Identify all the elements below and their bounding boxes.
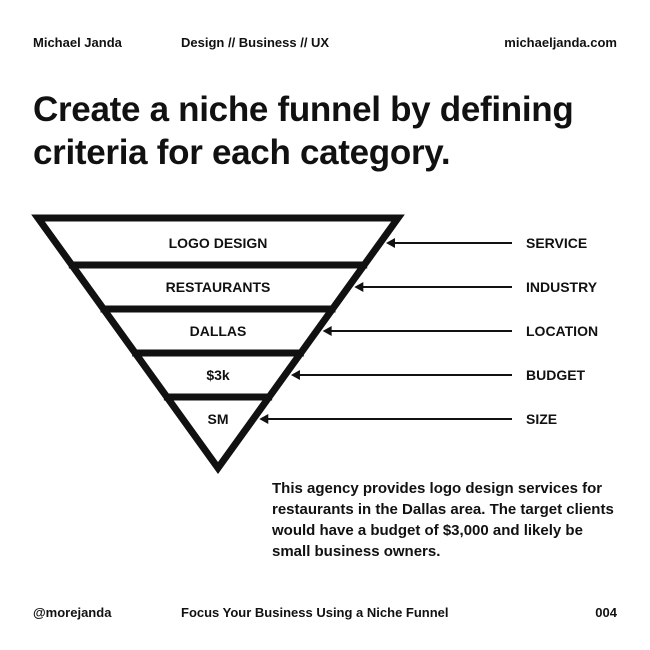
funnel-category-label: LOCATION xyxy=(526,323,598,339)
funnel-level-value: $3k xyxy=(206,367,230,383)
funnel-level-value: DALLAS xyxy=(190,323,247,339)
funnel-bands xyxy=(68,261,368,401)
arrow-head-icon xyxy=(259,414,269,424)
funnel-arrows: SERVICE INDUSTRY LOCATION BUDGET SIZE xyxy=(259,235,598,427)
arrow-head-icon xyxy=(322,326,332,336)
social-handle: @morejanda xyxy=(33,605,112,620)
headline: Create a niche funnel by defining criter… xyxy=(33,90,574,172)
website: michaeljanda.com xyxy=(504,35,617,50)
page-number: 004 xyxy=(595,605,617,620)
funnel-category-label: BUDGET xyxy=(526,367,586,383)
topics: Design // Business // UX xyxy=(181,35,330,50)
funnel-category-label: SIZE xyxy=(526,411,557,427)
funnel-category-label: SERVICE xyxy=(526,235,587,251)
funnel-description: This agency provides logo design service… xyxy=(272,480,614,560)
footer-title: Focus Your Business Using a Niche Funnel xyxy=(181,605,449,620)
funnel-outline xyxy=(31,214,405,474)
funnel-level-value: RESTAURANTS xyxy=(166,279,271,295)
arrow-head-icon xyxy=(354,282,364,292)
arrow-head-icon xyxy=(290,370,300,380)
funnel-level-value: LOGO DESIGN xyxy=(169,235,268,251)
author-name: Michael Janda xyxy=(33,35,122,50)
funnel-category-label: INDUSTRY xyxy=(526,279,598,295)
funnel-level-value: SM xyxy=(208,411,229,427)
arrow-head-icon xyxy=(386,238,395,248)
